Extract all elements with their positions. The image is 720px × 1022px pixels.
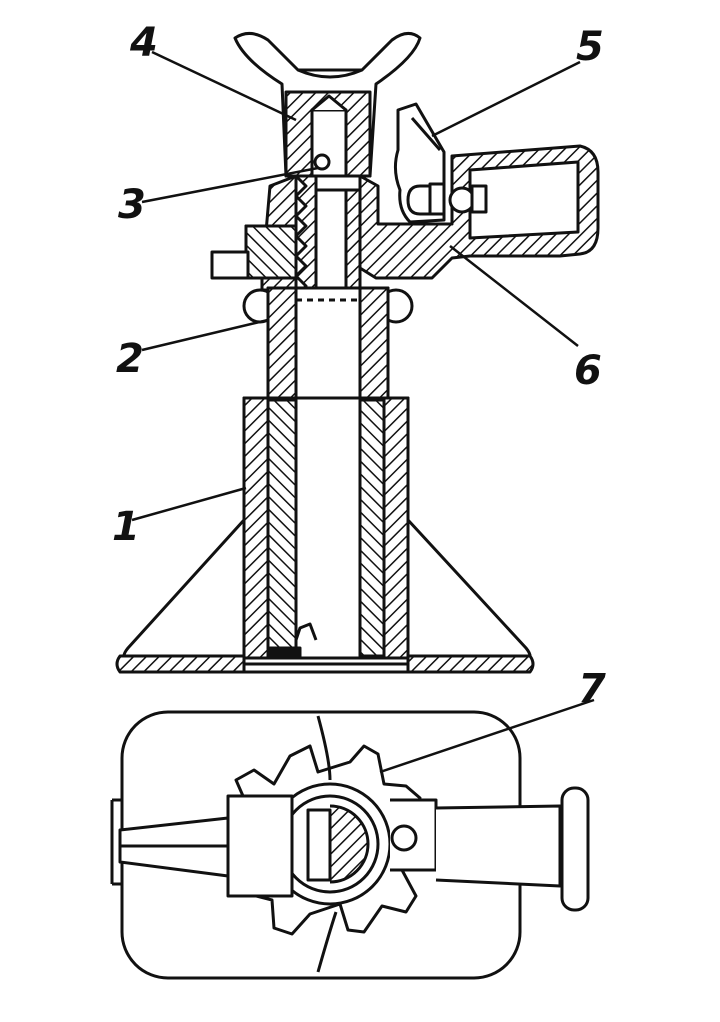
callout-3: 3	[118, 182, 146, 228]
base-plate	[122, 518, 532, 666]
leader-6	[449, 245, 579, 347]
leader-lines	[131, 50, 595, 774]
plan-view	[110, 710, 590, 980]
leader-3	[141, 166, 319, 204]
callout-5: 5	[576, 24, 604, 70]
callout-4: 4	[129, 20, 158, 66]
pin	[313, 153, 331, 171]
handle-knob	[560, 786, 590, 912]
callout-1: 1	[112, 504, 140, 550]
callouts: 1 2 3 4 5 6 7	[112, 20, 606, 712]
plan-handle	[226, 794, 294, 898]
section-view	[115, 32, 600, 674]
leader-1	[131, 486, 247, 522]
callout-7: 7	[578, 666, 606, 712]
leader-5	[431, 60, 581, 138]
leader-7	[379, 698, 595, 774]
leader-2	[141, 318, 269, 352]
callout-2: 2	[116, 336, 144, 382]
callout-6: 6	[574, 348, 602, 394]
leader-4	[151, 50, 297, 122]
